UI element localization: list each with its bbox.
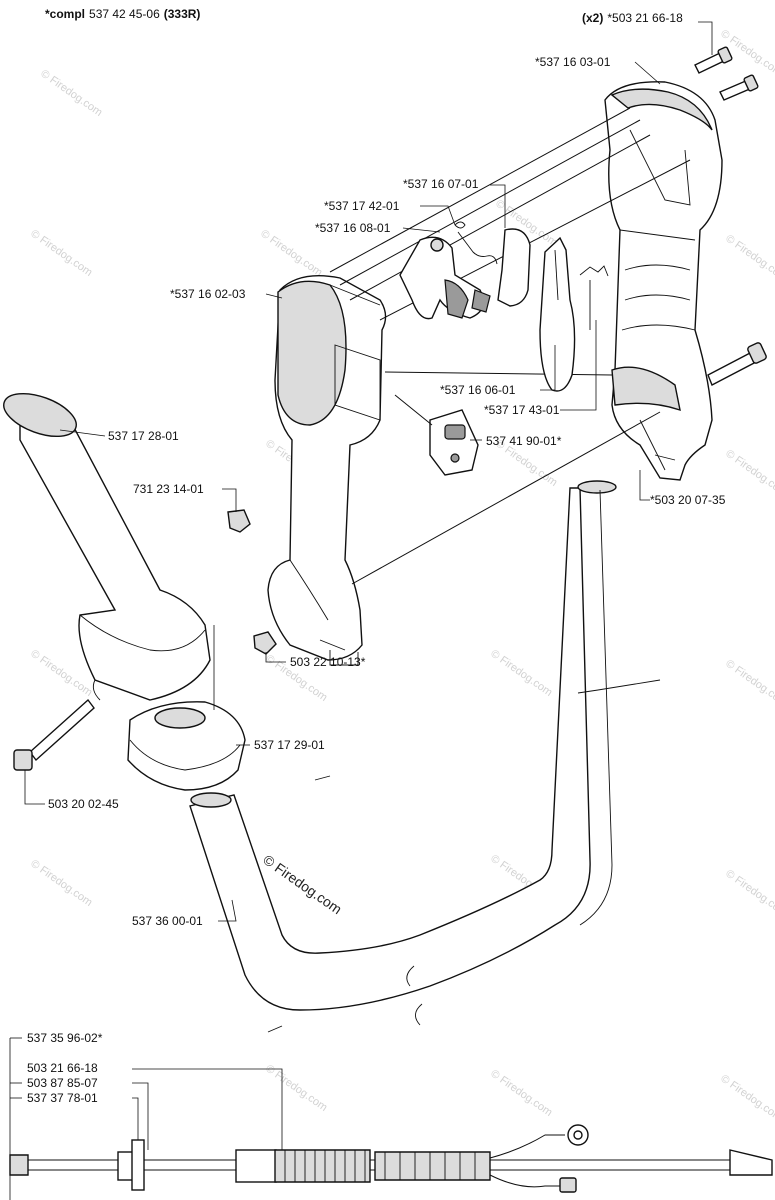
assembly-header: *compl 537 42 45-06 (333R)	[45, 7, 200, 21]
callout-tube: 537 36 00-01	[132, 914, 203, 928]
callout-nut-lower: 503 22 10-13*	[290, 655, 366, 669]
bolt-right-lower	[707, 342, 767, 386]
trigger-assembly	[399, 236, 491, 320]
callout-handle-half-right: *537 16 03-01	[535, 55, 611, 69]
watermark-text: © Firedog.com	[723, 233, 775, 284]
callout-screw-right: *503 20 07-35	[650, 493, 726, 507]
watermark-text: © Firedog.com	[258, 228, 324, 279]
nut-lower	[253, 631, 277, 655]
callout-cable-set: 537 35 96-02*	[27, 1031, 103, 1045]
watermark-text: © Firedog.com	[723, 658, 775, 709]
spring-17-42	[454, 221, 498, 265]
watermark-text: © Firedog.com	[28, 228, 94, 279]
tube-end-bottom	[190, 792, 232, 808]
nut-upper	[227, 509, 251, 533]
watermark-text: © Firedog.com	[723, 448, 775, 499]
cable-set	[9, 1124, 773, 1193]
callout-part-16-08: *537 16 08-01	[315, 221, 391, 235]
callout-screw-left: 503 20 02-45	[48, 797, 119, 811]
lever-16-06	[539, 236, 576, 392]
grip-handle	[3, 392, 211, 701]
watermark-text: © Firedog.com	[723, 868, 775, 919]
callout-part-16-07: *537 16 07-01	[403, 177, 479, 191]
callout-part-17-43: *537 17 43-01	[484, 403, 560, 417]
handle-half-left	[267, 275, 387, 666]
bolts-right-top	[694, 46, 759, 101]
callout-nut: 731 23 14-01	[133, 482, 204, 496]
handle-half-right	[604, 81, 723, 481]
callout-cable-a: 503 21 66-18	[27, 1061, 98, 1075]
leader-lines	[9, 21, 713, 1200]
stop-switch	[394, 394, 479, 476]
callout-bolt-qty: (x2)	[582, 11, 603, 25]
callout-handle-half-left: *537 16 02-03	[170, 287, 246, 301]
assembly-model: (333R)	[164, 7, 201, 21]
watermark-text: © Firedog.com	[718, 1073, 775, 1124]
callout-cable-c: 537 37 78-01	[27, 1091, 98, 1105]
callout-switch: 537 41 90-01*	[486, 434, 562, 448]
callout-part-16-06: *537 16 06-01	[440, 383, 516, 397]
assembly-number: 537 42 45-06	[89, 7, 160, 21]
callout-grip: 537 17 28-01	[108, 429, 179, 443]
assembly-prefix: *compl	[45, 7, 85, 21]
watermark-text: © Firedog.com	[488, 1068, 554, 1119]
callout-part-17-42: *537 17 42-01	[324, 199, 400, 213]
tube-end-top	[577, 480, 617, 494]
callout-clamp: 537 17 29-01	[254, 738, 325, 752]
watermark-text: © Firedog.com	[263, 1063, 329, 1114]
screw-left	[13, 698, 95, 771]
main-tube	[189, 480, 661, 1033]
watermark-text: © Firedog.com	[38, 68, 104, 119]
watermark-text: © Firedog.com	[28, 858, 94, 909]
callout-bolt-right-top: (x2)*503 21 66-18	[582, 11, 683, 25]
clamp	[127, 701, 246, 791]
watermark-text: © Firedog.com	[488, 648, 554, 699]
spring-17-43	[579, 265, 609, 330]
callout-cable-b: 503 87 85-07	[27, 1076, 98, 1090]
callout-labels: *compl 537 42 45-06 (333R) (x2)*503 21 66-…	[27, 7, 726, 1105]
throttle-lever	[497, 228, 531, 307]
